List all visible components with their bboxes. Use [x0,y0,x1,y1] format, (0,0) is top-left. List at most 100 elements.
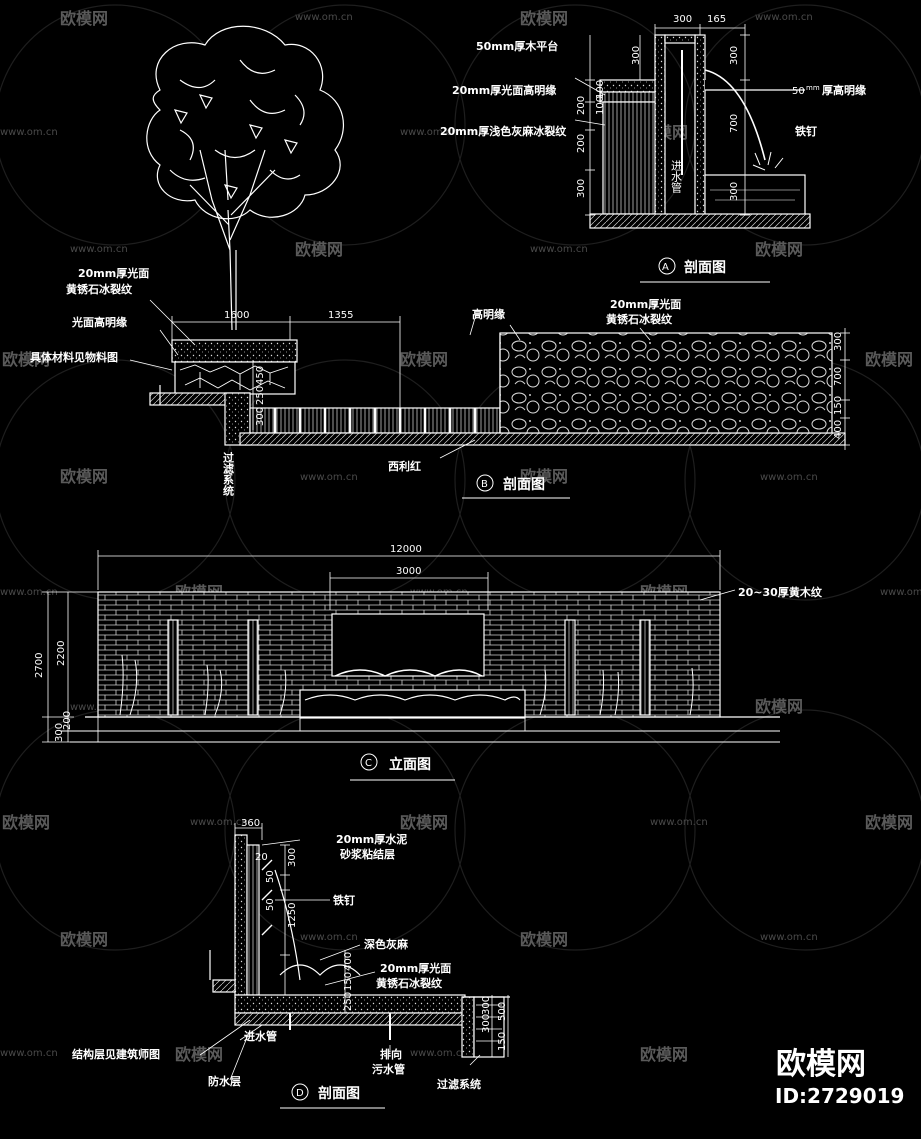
dim-a-right-700: 700 [729,114,740,133]
label-a-coping: 20mm厚光面高明缘 [452,83,556,97]
section-d: 360 20 300 50 50 1250 400 150 250 300 30… [71,818,510,1109]
dim-c-2700: 2700 [34,653,45,678]
elevation-c-title: 立面图 [389,756,431,773]
dim-b-250: 250 [255,386,266,405]
dim-d-400: 400 [343,952,354,971]
watermark-url: www.om.cn [0,127,58,138]
label-d-granite: 深色灰麻 [364,937,409,951]
dim-a-width-165: 165 [707,14,726,25]
watermark-brand: 欧模网 [400,350,448,369]
elevation-c-marker: C [365,758,372,769]
dim-a-right-300b: 300 [729,182,740,201]
dim-a-right-300: 300 [729,46,740,65]
section-a: 300 165 300 100 200 300 200 100 300 700 … [440,14,866,283]
dim-d-50b: 50 [265,898,276,911]
label-b-stone-top: 20mm厚光面 [78,266,149,280]
watermark-layer: 欧模网 欧模网 欧模网 欧模网 欧模网 欧模网 欧模网 欧模网 欧模网 欧模网 … [0,4,921,1064]
dim-a-left-200b: 200 [576,96,587,115]
watermark-url: www.om.cn [70,244,128,255]
label-b-coping-top: 高明缘 [472,307,505,321]
section-d-structure [209,834,510,1058]
dim-a-left-100: 100 [595,96,606,115]
label-b-red: 西利红 [388,459,421,473]
section-b: 1600 1355 450 250 300 300 700 150 400 20… [30,266,850,499]
label-a-coping-right: 厚高明缘 [822,83,866,97]
dim-b-right-700: 700 [833,367,844,386]
dim-b-right-150: 150 [833,396,844,415]
dim-d-50: 50 [265,870,276,883]
label-c-wood: 20~30厚黄木纹 [738,585,823,599]
section-a-structure [589,34,811,229]
label-b-filter: 过滤系统 [222,451,235,497]
branding: 欧模网 ID:2729019 [775,1047,904,1108]
section-b-dim-lines [129,299,850,459]
watermark-url: www.om.cn [410,1048,468,1059]
watermark-brand: 欧模网 [2,813,50,832]
label-a-stone: 20mm厚浅色灰麻冰裂纹 [440,124,567,138]
dim-c-200: 200 [62,711,73,730]
elevation-c-wall [60,591,780,743]
section-b-marker: B [481,479,488,490]
watermark-url: www.om.cn [300,472,358,483]
section-a-marker-circle [658,257,676,275]
label-a-coping-right-num: 50 [792,86,805,97]
section-a-marker: A [662,262,669,273]
dim-d-20: 20 [255,852,268,863]
dim-a-width-300: 300 [673,14,692,25]
watermark-brand: 欧模网 [295,240,343,259]
label-d-iron-nail: 铁钉 [333,893,355,907]
dim-d-r-150: 150 [497,1032,508,1051]
dim-b-right-400: 400 [833,420,844,439]
brand-id: ID:2729019 [775,1084,904,1108]
dim-a-left-100b: 100 [595,80,606,99]
dim-c-300: 300 [54,723,65,742]
section-b-title: 剖面图 [503,476,545,493]
watermark-brand: 欧模网 [865,350,913,369]
dim-d-1250: 1250 [287,903,298,928]
watermark-url: www.om.cn [0,1048,58,1059]
section-b-marker-circle [476,474,494,492]
section-d-title: 剖面图 [318,1085,360,1102]
elevation-c-dim-lines [42,550,736,743]
watermark-brand: 欧模网 [2,350,50,369]
watermark-brand: 欧模网 [60,467,108,486]
section-b-structure [149,332,846,446]
dim-c-3000: 3000 [396,566,421,577]
dim-d-r-300: 300 [481,996,492,1015]
label-d-waterproof: 防水层 [208,1074,241,1088]
watermark-url: www.om.cn [295,12,353,23]
label-d-mortar-bottom: 砂浆粘结层 [340,847,395,861]
label-d-stone-top: 20mm厚光面 [380,961,451,975]
watermark-url: www.om.cn [755,12,813,23]
watermark-url: www.om.cn [300,932,358,943]
brand-name: 欧模网 [776,1047,866,1082]
dim-a-left-300: 300 [631,46,642,65]
label-d-stone-bottom: 黄锈石冰裂纹 [376,976,443,990]
label-d-inlet: 进水管 [244,1029,277,1043]
elevation-c: 12000 3000 2700 2200 200 300 20~30厚黄木纹 C… [34,544,823,781]
tree-drawing [146,25,344,331]
dim-d-r-500: 500 [497,1002,508,1021]
section-d-marker-circle [291,1083,309,1101]
dim-b-1600: 1600 [224,310,249,321]
dim-b-300: 300 [255,407,266,426]
label-b-materials: 具体材料见物料图 [30,350,118,364]
watermark-url: www.om.cn [530,244,588,255]
label-a-platform: 50mm厚木平台 [476,39,558,53]
watermark-brand: 欧模网 [520,9,568,28]
watermark-url: www.om.cn [400,127,458,138]
label-d-drain-top: 排向 [380,1047,402,1061]
watermark-url: www.om.cn [760,932,818,943]
watermark-url: www.om.cn [880,587,921,598]
label-a-iron-nail: 铁钉 [795,124,817,138]
label-b-stone-r-top: 20mm厚光面 [610,297,681,311]
watermark-brand: 欧模网 [865,813,913,832]
section-a-dim-lines [574,24,750,216]
label-d-drain-bottom: 污水管 [372,1062,405,1076]
dim-b-450: 450 [255,366,266,385]
label-b-stone-bottom: 黄锈石冰裂纹 [66,282,133,296]
section-a-title: 剖面图 [684,259,726,276]
label-d-filter: 过滤系统 [437,1077,481,1091]
watermark-url: www.om.cn [650,817,708,828]
